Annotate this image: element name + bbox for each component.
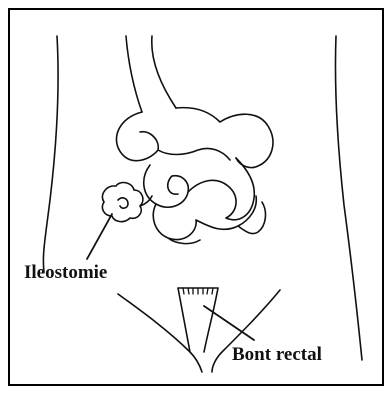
bont-rectal-label: Bont rectal: [232, 345, 322, 364]
lower-intestine-loops: [153, 196, 265, 244]
rectal-stump: [178, 288, 218, 352]
upper-intestine-loops: [116, 108, 272, 168]
ileostomie-label: Ileostomie: [24, 263, 107, 282]
ileostomy-stoma-inner: [118, 198, 128, 208]
ileostomy-stoma: [102, 183, 142, 222]
upper-bowel-tube: [126, 36, 176, 112]
pelvis-left-line: [118, 294, 202, 372]
torso-left-outline: [43, 36, 58, 272]
torso-right-outline: [335, 36, 362, 360]
bont-rectal-pointer: [204, 306, 254, 340]
rectal-stump-sutures: [183, 288, 213, 294]
stoma-to-bowel: [140, 196, 152, 206]
middle-intestine-loops: [144, 158, 255, 220]
ileostomie-pointer: [87, 214, 112, 259]
